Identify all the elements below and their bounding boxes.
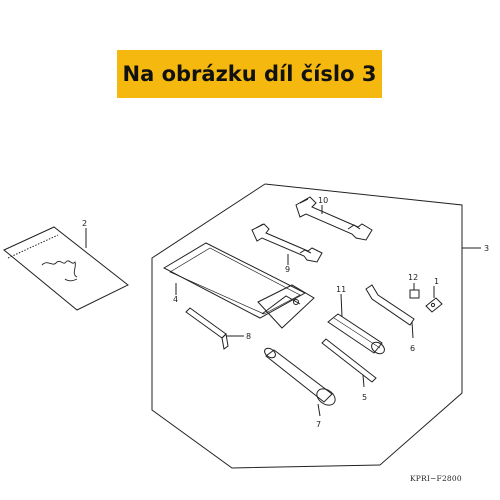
callout-9: 9 — [285, 265, 290, 274]
callout-1: 1 — [434, 277, 439, 286]
callout-12: 12 — [408, 273, 418, 282]
spark-plug-wrench-drawing — [264, 347, 336, 417]
screwdriver-handle-drawing — [327, 293, 385, 355]
callout-5: 5 — [362, 393, 367, 402]
part-number-banner: Na obrázku díl číslo 3 — [117, 50, 382, 98]
callout-2: 2 — [82, 219, 87, 228]
callout-7: 7 — [316, 420, 321, 429]
callout-6: 6 — [410, 344, 415, 353]
hex-key-drawing — [185, 307, 244, 350]
callout-4: 4 — [173, 295, 178, 304]
callout-8: 8 — [246, 332, 251, 341]
kit-boundary — [264, 183, 463, 466]
wrench-9-drawing — [251, 223, 323, 263]
kit-boundary-left — [151, 183, 381, 469]
callout-10: 10 — [318, 196, 328, 205]
clip-12-drawing — [409, 283, 420, 299]
banner-text: Na obrázku díl číslo 3 — [122, 62, 377, 86]
wrench-10-drawing — [295, 196, 373, 241]
tool-roll-drawing — [162, 242, 315, 329]
diagram-code: KPRI−F2800 — [410, 474, 462, 483]
screwdriver-bit-drawing — [321, 338, 377, 388]
callout-3: 3 — [484, 244, 489, 253]
tommy-bar-drawing — [365, 284, 415, 339]
leader-lines — [85, 205, 481, 337]
plastic-bag-drawing — [3, 226, 129, 311]
callout-11: 11 — [336, 285, 346, 294]
clip-1-drawing — [425, 286, 443, 313]
